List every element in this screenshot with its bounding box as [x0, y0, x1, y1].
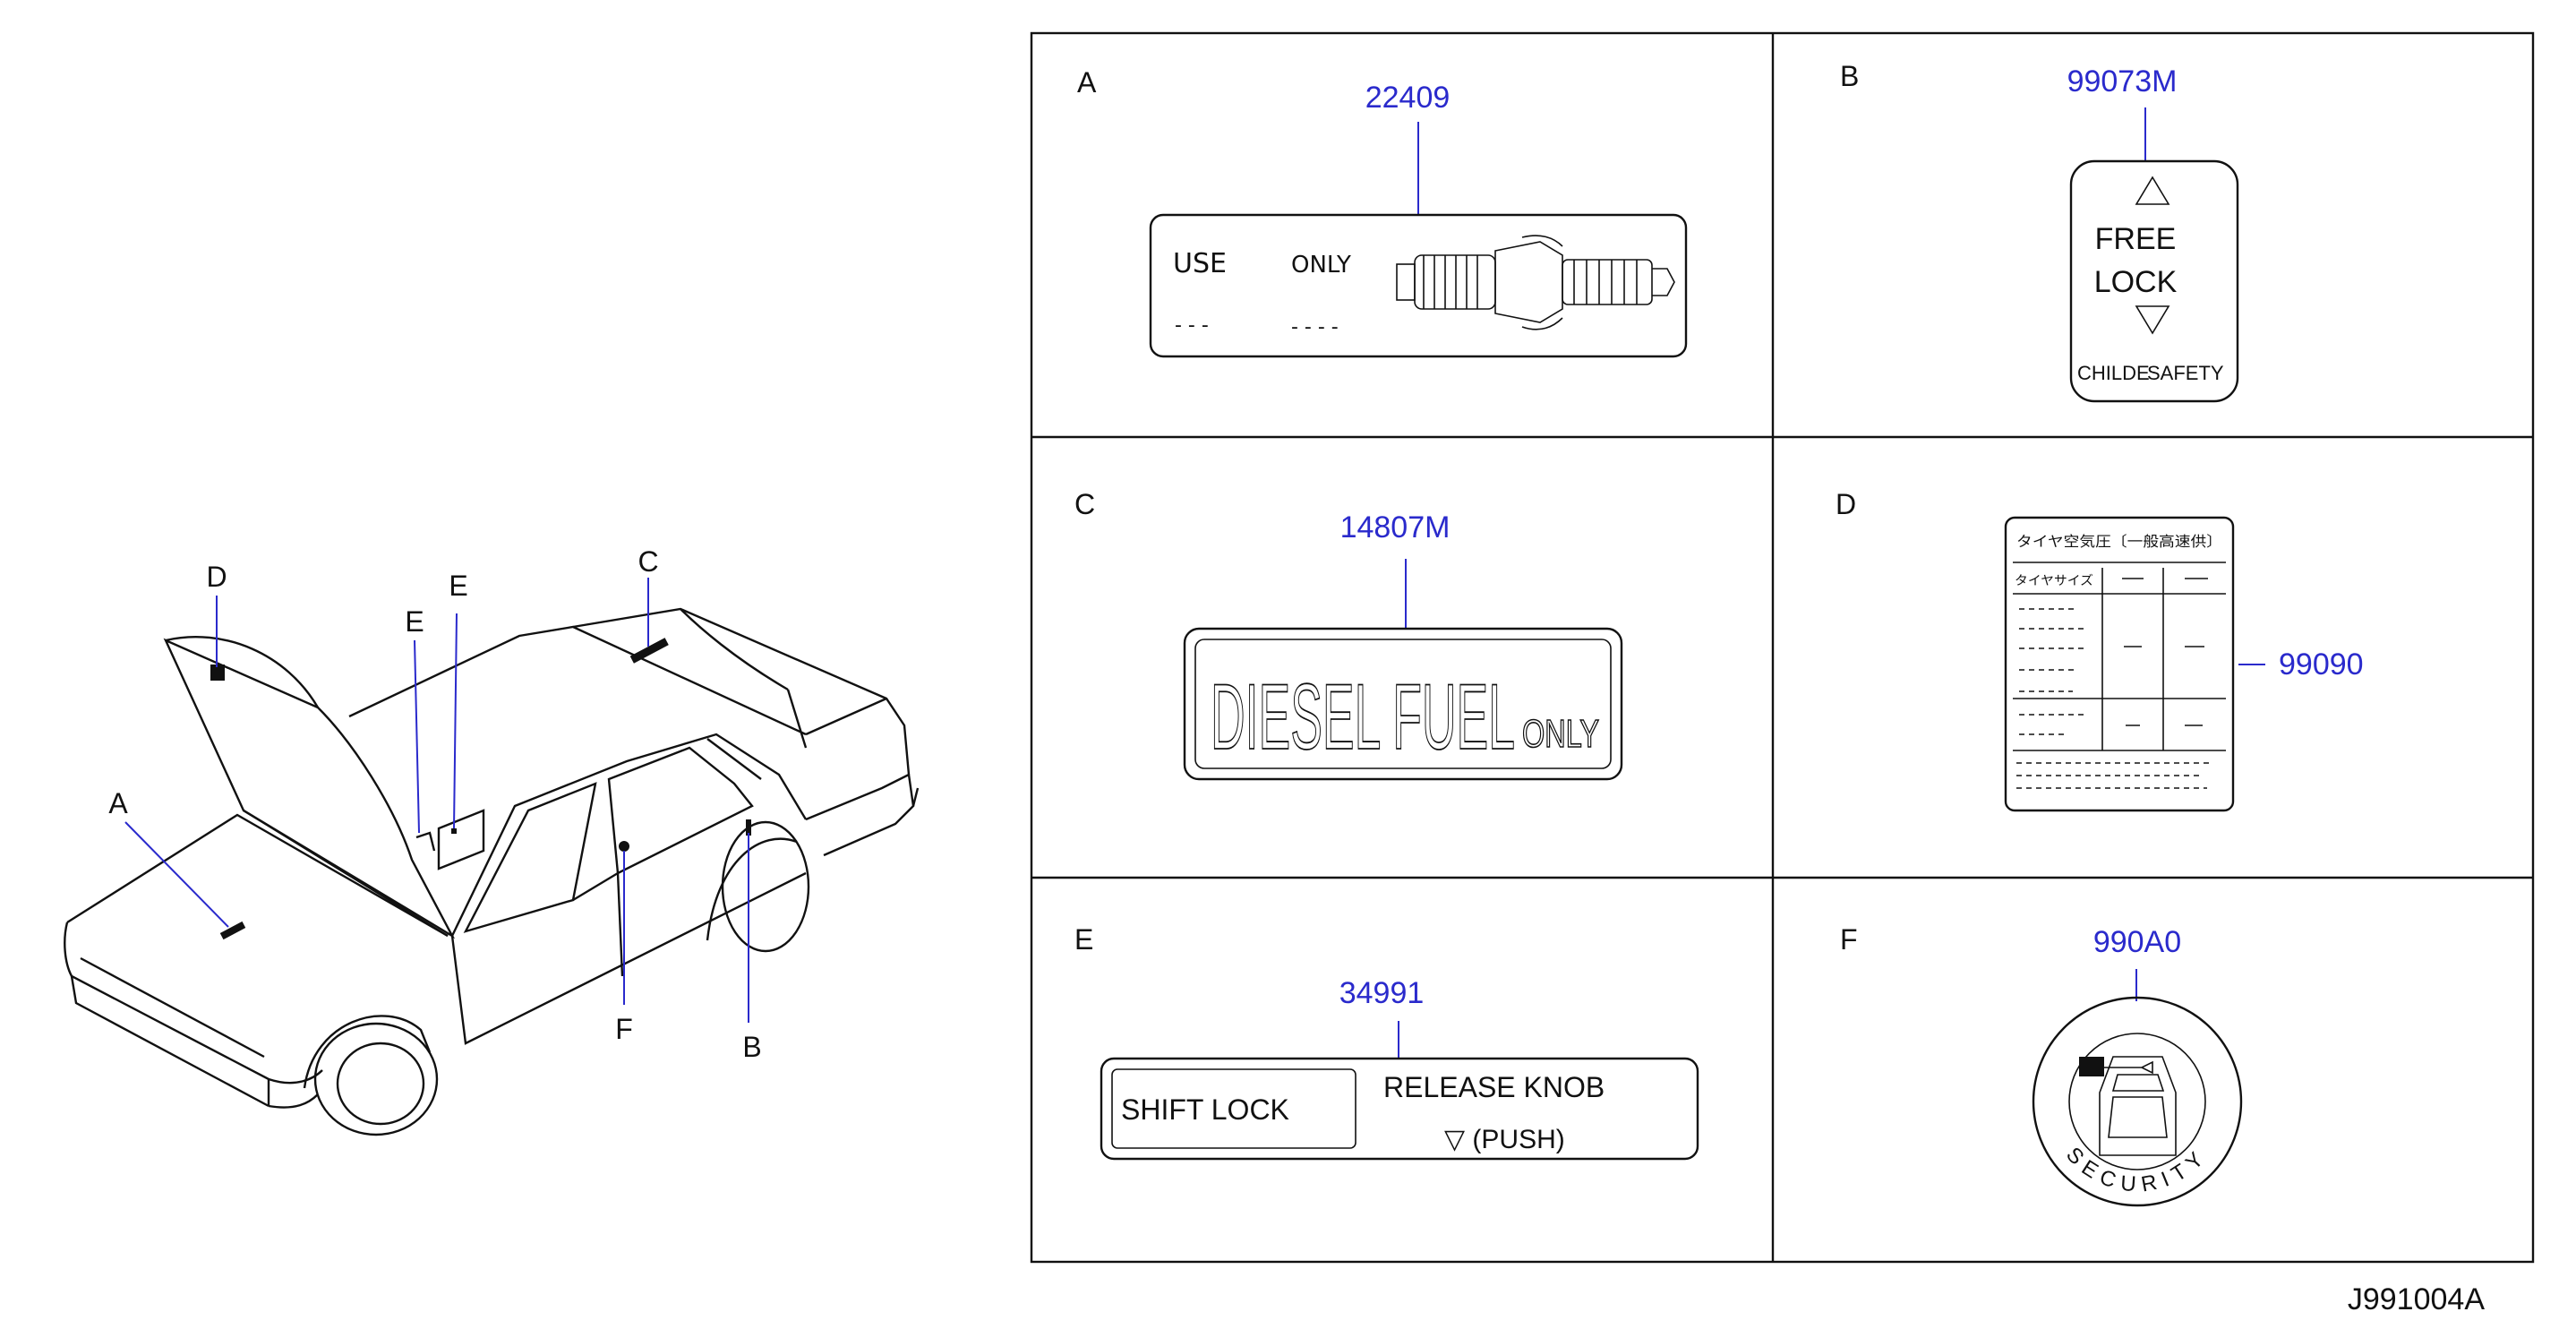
label-only-text-c: ONLY: [1522, 712, 1599, 756]
car-illustration: D E E C A F B: [64, 545, 920, 1136]
mark-d: [210, 664, 225, 681]
label-free-text: FREE: [2095, 222, 2177, 256]
security-sticker: SECURITY: [2032, 996, 2243, 1207]
label-grid: [1030, 31, 2535, 1264]
label-safety-text: SAFETY: [2147, 362, 2224, 384]
car-callout-e-1[interactable]: E: [405, 605, 424, 638]
panel-letter-e: E: [1074, 923, 1093, 956]
label-lock-text: LOCK: [2094, 265, 2178, 299]
panel-letter-d: D: [1836, 488, 1856, 520]
part-number-14807m[interactable]: 14807M: [1340, 510, 1451, 544]
figure-id: J991004A: [2348, 1282, 2485, 1316]
child-safety-lock-label: [2069, 159, 2239, 403]
car-callout-f[interactable]: F: [615, 1013, 633, 1045]
panel-c: C 14807M DIESEL FUEL ONLY: [1074, 488, 1623, 781]
panel-e: E 34991 SHIFT LOCK RELEASE KNOB ▽ (PUSH): [1074, 923, 1699, 1161]
mark-e: [451, 828, 457, 834]
panel-letter-c: C: [1074, 488, 1095, 520]
mark-b: [746, 819, 751, 836]
mark-f: [619, 841, 629, 852]
label-diesel-fuel-text: DIESEL FUEL: [1211, 665, 1515, 769]
label-shift-lock-text: SHIFT LOCK: [1121, 1093, 1289, 1126]
arrow-up-icon: [2135, 176, 2170, 205]
car-callout-d[interactable]: D: [206, 561, 227, 593]
label-tire-size: タイヤサイズ: [2015, 573, 2093, 587]
label-push-text: ▽ (PUSH): [1444, 1125, 1565, 1154]
car-callout-b[interactable]: B: [742, 1031, 761, 1063]
label-dash-1: - - -: [1175, 314, 1209, 337]
part-number-99073m[interactable]: 99073M: [2067, 64, 2178, 99]
panel-letter-a: A: [1077, 66, 1097, 99]
part-number-99090[interactable]: 99090: [2279, 647, 2364, 682]
label-use-text: USE: [1173, 248, 1227, 279]
arrow-down-icon: [2135, 305, 2170, 335]
part-number-990a0[interactable]: 990A0: [2093, 925, 2181, 959]
label-dash-2: - - - -: [1291, 316, 1339, 339]
mark-a: [219, 921, 246, 940]
car-callout-c[interactable]: C: [638, 545, 658, 578]
label-tire-title: タイヤ空気圧〔一般高速供〕: [2016, 534, 2222, 550]
panel-b: B 99073M FREE LOCK CHILDE SAFETY: [1840, 60, 2239, 403]
car-callout-e-2[interactable]: E: [449, 570, 467, 602]
car-callout-a[interactable]: A: [108, 787, 128, 819]
label-release-knob-text: RELEASE KNOB: [1383, 1071, 1605, 1103]
spark-plug-label: [1149, 213, 1688, 358]
shift-lock-label: [1100, 1057, 1699, 1161]
part-number-22409[interactable]: 22409: [1365, 81, 1451, 115]
diesel-fuel-label: [1183, 627, 1623, 781]
panel-letter-b: B: [1840, 60, 1859, 92]
part-number-34991[interactable]: 34991: [1339, 976, 1425, 1010]
mark-c: [629, 638, 669, 664]
tire-pressure-label: [2004, 516, 2235, 812]
panel-a: A 22409 USE ONLY - - - - - - -: [1077, 66, 1688, 358]
label-only-text: ONLY: [1291, 252, 1351, 279]
car-alarm-icon: [2079, 1056, 2177, 1156]
panel-d: D 99090 タイヤ空気圧〔一般高速供〕 タイヤサイズ: [1836, 488, 2364, 812]
spark-plug-icon: [1396, 235, 1675, 330]
panel-letter-f: F: [1840, 923, 1858, 956]
panel-f: F 990A0 SECURITY: [1840, 923, 2243, 1207]
label-childe-text: CHILDE: [2077, 362, 2150, 384]
